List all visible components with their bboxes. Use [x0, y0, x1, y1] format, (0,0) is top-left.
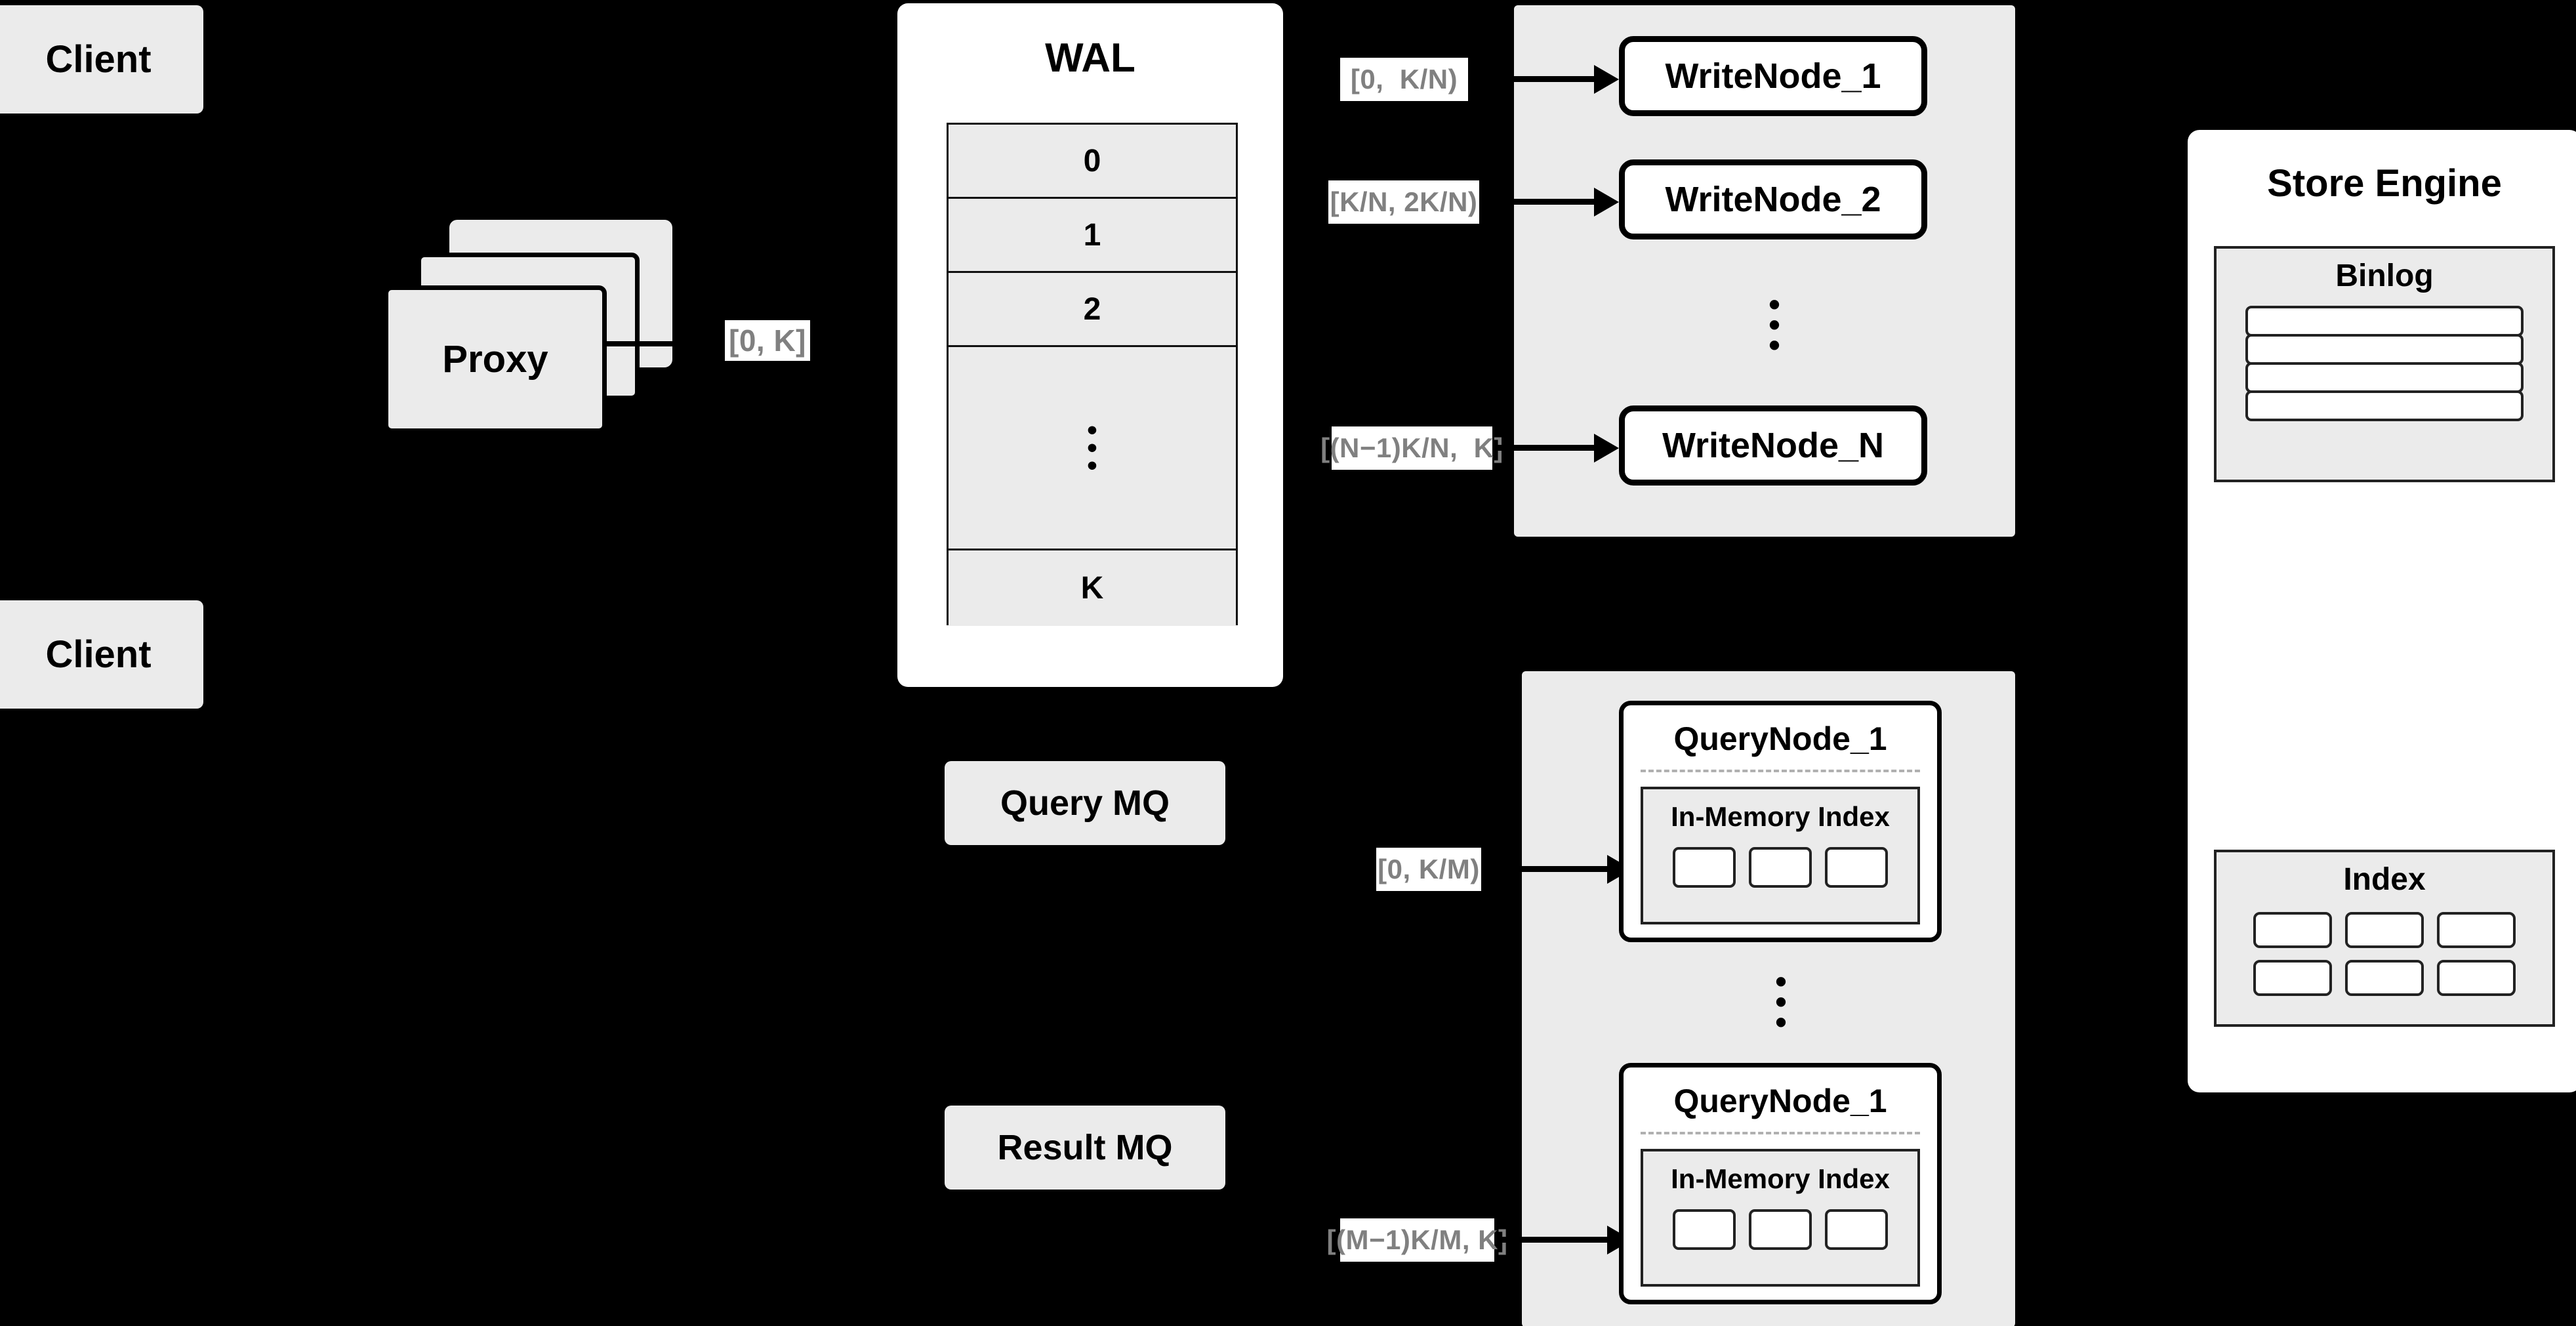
- index-cell[interactable]: [1673, 847, 1736, 888]
- query-mq-node[interactable]: Query MQ: [945, 761, 1225, 845]
- write-node-n[interactable]: WriteNode_N: [1619, 405, 1927, 486]
- client-node-2-label: Client: [45, 633, 152, 676]
- binlog-title: Binlog: [2335, 259, 2434, 293]
- wal-panel: WAL 0 1 2 • • • K: [897, 3, 1283, 687]
- write-node-1-range-label: [0, K/N): [1340, 58, 1468, 101]
- index-title: Index: [2343, 862, 2426, 897]
- client-node-2[interactable]: Client: [0, 600, 203, 709]
- arrow-to-write-node-n-head: [1594, 434, 1619, 463]
- query-node-1-in-memory-index: In-Memory Index: [1641, 787, 1920, 924]
- result-mq-label: Result MQ: [997, 1128, 1173, 1167]
- index-cell[interactable]: [1673, 1209, 1736, 1250]
- index-cell[interactable]: [2253, 960, 2332, 996]
- query-node-1-range-label: [0, K/M): [1376, 848, 1481, 891]
- wal-vertical-dots-icon: • • •: [1087, 413, 1097, 482]
- wal-row-ellipsis: • • •: [949, 347, 1236, 550]
- wal-title: WAL: [1045, 35, 1135, 81]
- index-cell[interactable]: [1825, 847, 1888, 888]
- client-node-1-label: Client: [45, 38, 152, 81]
- query-node-1-index-title: In-Memory Index: [1671, 801, 1890, 832]
- proxy-label: Proxy: [442, 338, 548, 381]
- index-section: Index: [2214, 850, 2555, 1027]
- wal-row-2[interactable]: 2: [949, 273, 1236, 347]
- write-node-2-range-label: [K/N, 2K/N): [1328, 180, 1479, 224]
- query-node-2-divider: [1641, 1132, 1920, 1134]
- arrow-to-binlog: [2135, 371, 2201, 409]
- query-node-2-title: QueryNode_1: [1673, 1083, 1887, 1119]
- write-cluster-vertical-dots-icon: • • •: [1768, 285, 1780, 363]
- proxy-output-range-label: [0, K]: [725, 320, 810, 361]
- binlog-rows: [2245, 306, 2524, 421]
- arrow-to-write-node-2-shaft: [1484, 199, 1594, 205]
- index-cell[interactable]: [1749, 847, 1812, 888]
- proxy-to-wal-connector: [607, 341, 672, 346]
- wal-entry-table: 0 1 2 • • • K: [947, 123, 1238, 626]
- write-node-n-range-label: [(N−1)K/N, K]: [1320, 426, 1503, 470]
- arrow-to-query-node-2-shaft: [1499, 1237, 1607, 1243]
- query-cluster-vertical-dots-icon: • • •: [1775, 963, 1787, 1041]
- wal-row-0[interactable]: 0: [949, 125, 1236, 199]
- store-engine-panel: Store Engine Binlog Index: [2188, 130, 2576, 1092]
- result-mq-node[interactable]: Result MQ: [945, 1106, 1225, 1190]
- arrow-to-index: [2135, 926, 2201, 964]
- index-cell[interactable]: [2437, 912, 2516, 948]
- binlog-row[interactable]: [2245, 390, 2524, 421]
- query-node-2-index-cells: [1643, 1209, 1917, 1250]
- write-node-2[interactable]: WriteNode_2: [1619, 159, 1927, 239]
- write-node-1[interactable]: WriteNode_1: [1619, 36, 1927, 116]
- proxy-node[interactable]: Proxy: [384, 285, 607, 433]
- query-mq-label: Query MQ: [1000, 783, 1170, 823]
- binlog-row[interactable]: [2245, 362, 2524, 393]
- binlog-row[interactable]: [2245, 306, 2524, 337]
- write-node-2-label: WriteNode_2: [1665, 180, 1881, 219]
- arrow-to-write-node-1-shaft: [1473, 76, 1594, 82]
- index-cell[interactable]: [1825, 1209, 1888, 1250]
- query-node-1-title: QueryNode_1: [1673, 720, 1887, 757]
- wal-row-1[interactable]: 1: [949, 199, 1236, 273]
- write-node-1-label: WriteNode_1: [1665, 56, 1881, 96]
- client-node-1[interactable]: Client: [0, 5, 203, 114]
- query-node-2-index-title: In-Memory Index: [1671, 1163, 1890, 1194]
- query-node-2-in-memory-index: In-Memory Index: [1641, 1149, 1920, 1287]
- index-cell[interactable]: [2253, 912, 2332, 948]
- arrow-to-query-node-1-shaft: [1488, 866, 1607, 872]
- arrow-to-write-node-1-head: [1594, 65, 1619, 94]
- index-cells: [2253, 912, 2516, 996]
- index-cell[interactable]: [2345, 912, 2424, 948]
- query-node-2-range-label: [(M−1)K/M, K]: [1327, 1218, 1507, 1262]
- arrow-to-write-node-2-head: [1594, 188, 1619, 217]
- query-node-1-index-cells: [1643, 847, 1917, 888]
- query-node-1-divider: [1641, 770, 1920, 772]
- store-engine-title: Store Engine: [2267, 162, 2502, 205]
- wal-row-k[interactable]: K: [949, 550, 1236, 626]
- index-cell[interactable]: [2437, 960, 2516, 996]
- binlog-row[interactable]: [2245, 334, 2524, 365]
- index-cell[interactable]: [1749, 1209, 1812, 1250]
- index-cell[interactable]: [2345, 960, 2424, 996]
- arrow-to-write-node-n-shaft: [1497, 445, 1594, 451]
- query-node-2[interactable]: QueryNode_1 In-Memory Index: [1619, 1063, 1942, 1304]
- write-node-n-label: WriteNode_N: [1662, 426, 1885, 465]
- binlog-section: Binlog: [2214, 246, 2555, 482]
- query-node-1[interactable]: QueryNode_1 In-Memory Index: [1619, 701, 1942, 942]
